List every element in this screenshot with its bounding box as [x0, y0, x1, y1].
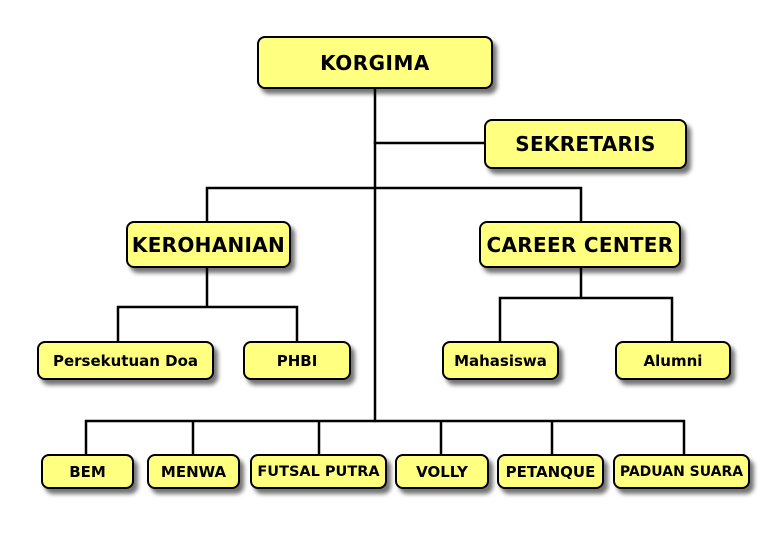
- unit-box-paduan-suara: PADUAN SUARA: [613, 454, 750, 489]
- unit-box-bem: BEM: [41, 454, 134, 489]
- unit-label: PADUAN SUARA: [619, 463, 744, 480]
- mahasiswa-box: Mahasiswa: [442, 341, 559, 380]
- career-center-box: CAREER CENTER: [479, 221, 681, 268]
- korgima-label: KORGIMA: [320, 50, 430, 75]
- persekutuan-doa-box: Persekutuan Doa: [37, 341, 214, 380]
- career-center-label: CAREER CENTER: [486, 232, 674, 257]
- unit-box-volly: VOLLY: [395, 454, 489, 489]
- unit-label: VOLLY: [416, 462, 468, 481]
- unit-box-menwa: MENWA: [147, 454, 240, 489]
- kerohanian-children-lines: [116, 266, 299, 343]
- phbi-box: PHBI: [243, 341, 351, 380]
- mahasiswa-label: Mahasiswa: [454, 351, 547, 370]
- sekretaris-label: SEKRETARIS: [515, 132, 656, 156]
- alumni-box: Alumni: [615, 341, 731, 380]
- sekretaris-box: SEKRETARIS: [484, 119, 687, 169]
- unit-box-petanque: PETANQUE: [497, 454, 604, 489]
- unit-box-futsal-putra: FUTSAL PUTRA: [250, 454, 387, 489]
- division-bar: [205, 186, 583, 223]
- kerohanian-label: KEROHANIAN: [131, 232, 286, 257]
- persekutuan-doa-label: Persekutuan Doa: [52, 351, 199, 370]
- unit-label: BEM: [69, 462, 106, 481]
- units-bar: [84, 419, 686, 456]
- korgima-box: KORGIMA: [257, 36, 493, 89]
- unit-label: PETANQUE: [505, 462, 596, 481]
- phbi-label: PHBI: [276, 351, 318, 370]
- alumni-label: Alumni: [643, 351, 703, 370]
- unit-label: FUTSAL PUTRA: [257, 463, 380, 480]
- career-center-children-lines: [498, 266, 674, 343]
- unit-label: MENWA: [160, 462, 227, 481]
- kerohanian-box: KEROHANIAN: [126, 221, 291, 268]
